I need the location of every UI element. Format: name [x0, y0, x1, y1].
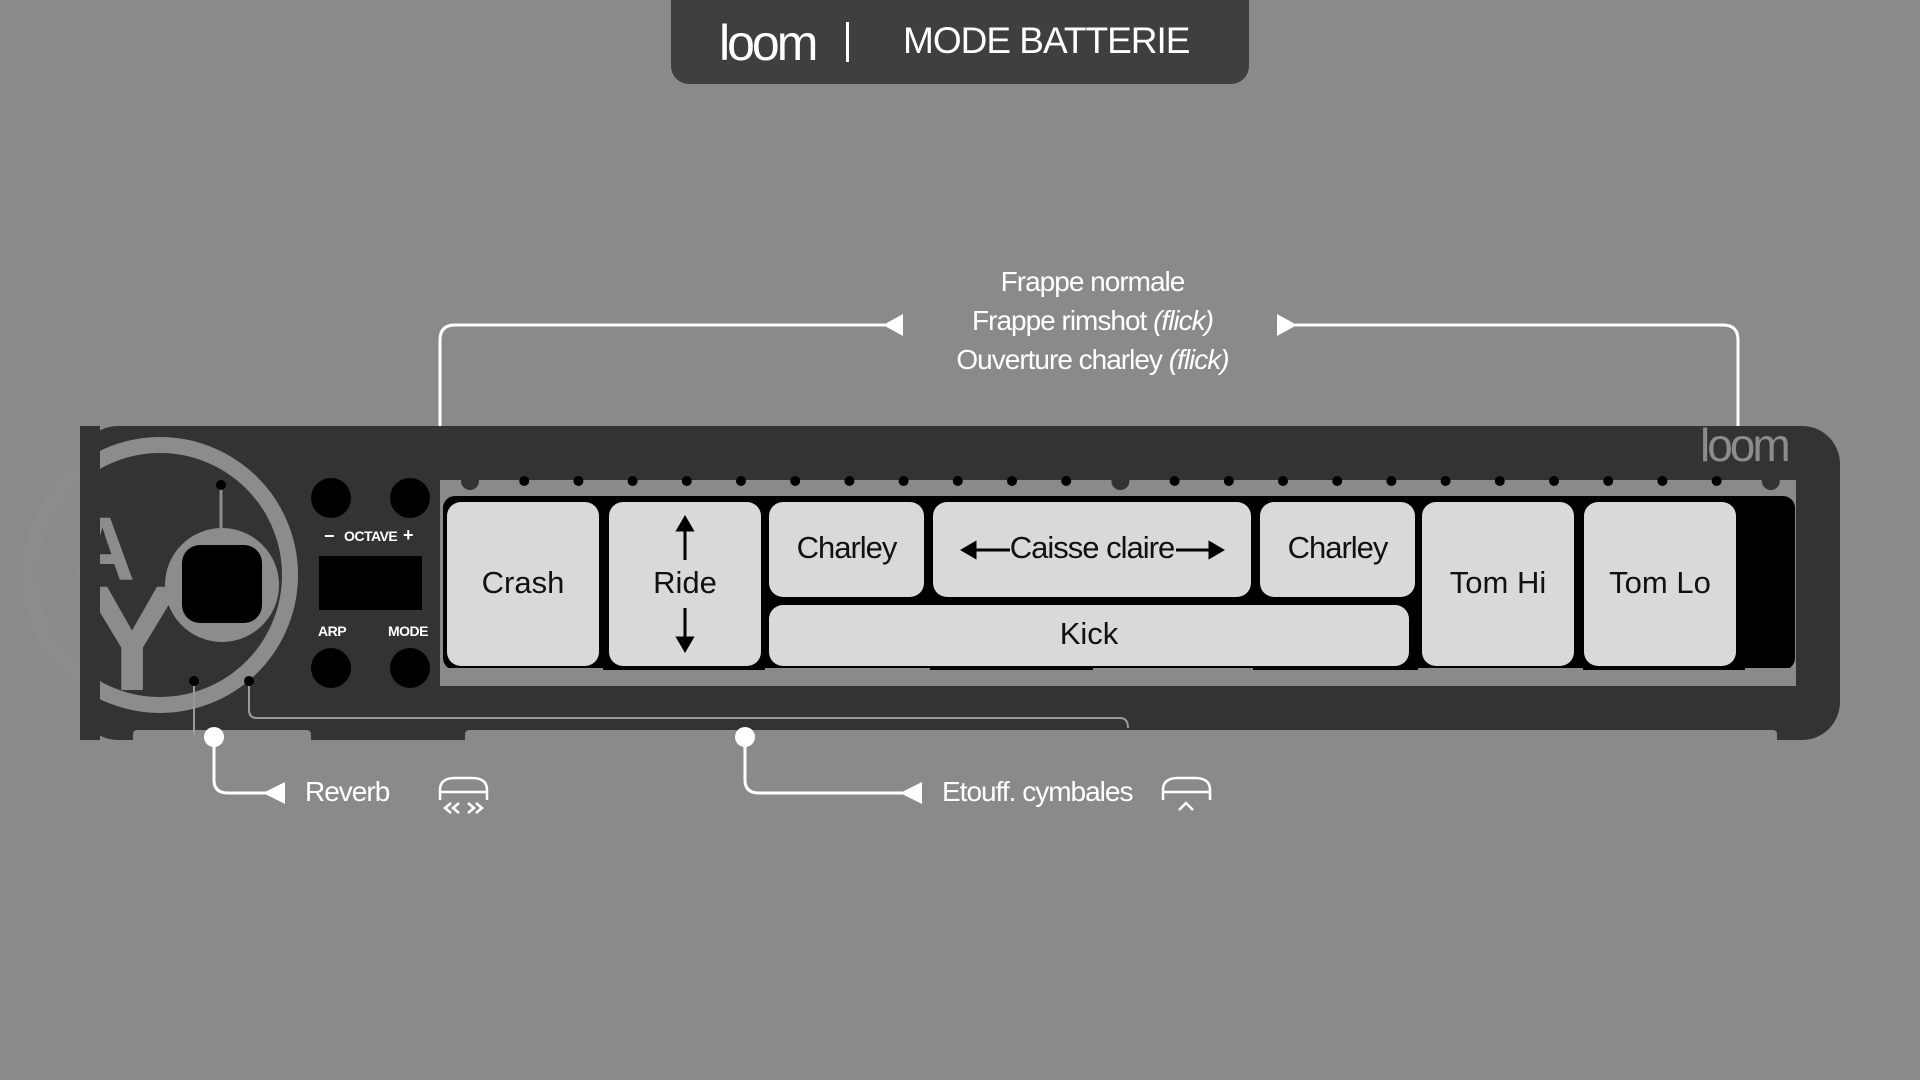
pad-kick — [769, 605, 1409, 666]
pad-tom-lo-label: Tom Lo — [1609, 565, 1711, 600]
svg-text:A: A — [70, 500, 135, 600]
swipe-up-icon — [1161, 776, 1212, 811]
arp-label: ARP — [318, 623, 347, 639]
bracket-arrow-right — [1277, 314, 1297, 336]
header-banner: loom MODE BATTERIE — [671, 0, 1249, 84]
gesture-charley-open-label: Ouverture charley (flick) — [956, 344, 1229, 375]
callout-lines — [212, 737, 905, 795]
pad-tom-hi — [1422, 502, 1574, 666]
octave-display — [319, 556, 422, 610]
octave-minus-button — [311, 478, 351, 518]
led-dot — [952, 476, 963, 486]
led-dot — [1711, 476, 1722, 486]
octave-label: OCTAVE — [344, 528, 398, 544]
pad-crash-label: Crash — [481, 565, 565, 600]
pad-tom-lo — [1584, 502, 1736, 666]
pad-tab — [1418, 668, 1583, 686]
led-dot — [1549, 476, 1559, 486]
joystick-decoration: Y A — [22, 426, 298, 740]
led-dot — [790, 476, 801, 486]
swipe-horizontal-icon — [438, 776, 489, 814]
led-dot — [681, 476, 692, 486]
header-separator — [846, 22, 849, 62]
led-dot — [1007, 476, 1017, 486]
arp-button — [311, 648, 351, 688]
octave-minus-label: − — [324, 526, 335, 546]
pad-charley-left — [769, 502, 924, 597]
pad-tom-hi-label: Tom Hi — [1449, 565, 1547, 600]
mute-cymbals-label: Etouff. cymbales — [942, 776, 1133, 807]
page-title: MODE BATTERIE — [903, 20, 1190, 61]
gesture-normal-label: Frappe normale — [1000, 266, 1186, 297]
pad-bottom-tabs — [443, 668, 1795, 686]
pad-kick-label: Kick — [1059, 616, 1119, 651]
mute-strip — [465, 730, 1777, 744]
ride-arrows — [675, 515, 695, 653]
pad-ride — [609, 502, 761, 666]
reverb-callout-dot — [204, 727, 224, 747]
pad-tab — [1745, 668, 1795, 686]
pad-caisse-claire — [933, 502, 1251, 597]
led-dot — [898, 476, 909, 486]
mute-callout-dot — [735, 727, 755, 747]
mode-button — [390, 648, 430, 688]
led-dot — [519, 476, 530, 486]
led-dot — [1278, 476, 1288, 486]
reverb-label: Reverb — [305, 776, 390, 807]
led-dot — [1223, 476, 1234, 486]
led-dot — [573, 476, 584, 486]
led-row — [461, 472, 1780, 490]
led-dot — [1332, 476, 1343, 486]
led-dot — [627, 476, 638, 486]
led-dot — [1061, 476, 1072, 486]
led-dot — [1494, 476, 1505, 486]
led-dot — [1761, 472, 1780, 490]
led-dot — [1169, 476, 1180, 486]
octave-plus-label: + — [403, 525, 414, 545]
device-logo: loom — [1700, 419, 1791, 471]
pad-tab — [443, 668, 603, 686]
caisse-claire-arrows — [960, 540, 1225, 560]
pad-charley-right — [1260, 502, 1415, 597]
led-dot — [461, 472, 479, 490]
led-dot — [844, 476, 855, 486]
loom-logo: loom — [719, 15, 818, 71]
pad-crash — [447, 502, 599, 666]
pad-caisse-claire-label: Caisse claire — [1009, 530, 1175, 565]
pad-charley-left-label: Charley — [796, 530, 898, 565]
octave-plus-button — [390, 478, 430, 518]
led-dot — [1657, 476, 1668, 486]
led-dot — [1386, 476, 1397, 486]
pad-tab — [765, 668, 930, 686]
pads-bracket — [438, 323, 1740, 465]
led-dot — [736, 476, 746, 486]
led-dot — [1111, 472, 1130, 490]
pad-charley-right-label: Charley — [1287, 530, 1389, 565]
led-dot — [1440, 476, 1451, 486]
gesture-rimshot-label: Frappe rimshot (flick) — [972, 305, 1214, 336]
pad-tab — [1093, 668, 1253, 686]
led-dot — [1603, 476, 1614, 486]
bracket-arrow-left — [883, 314, 903, 336]
pad-ride-label: Ride — [653, 565, 717, 600]
mode-label: MODE — [388, 623, 429, 639]
